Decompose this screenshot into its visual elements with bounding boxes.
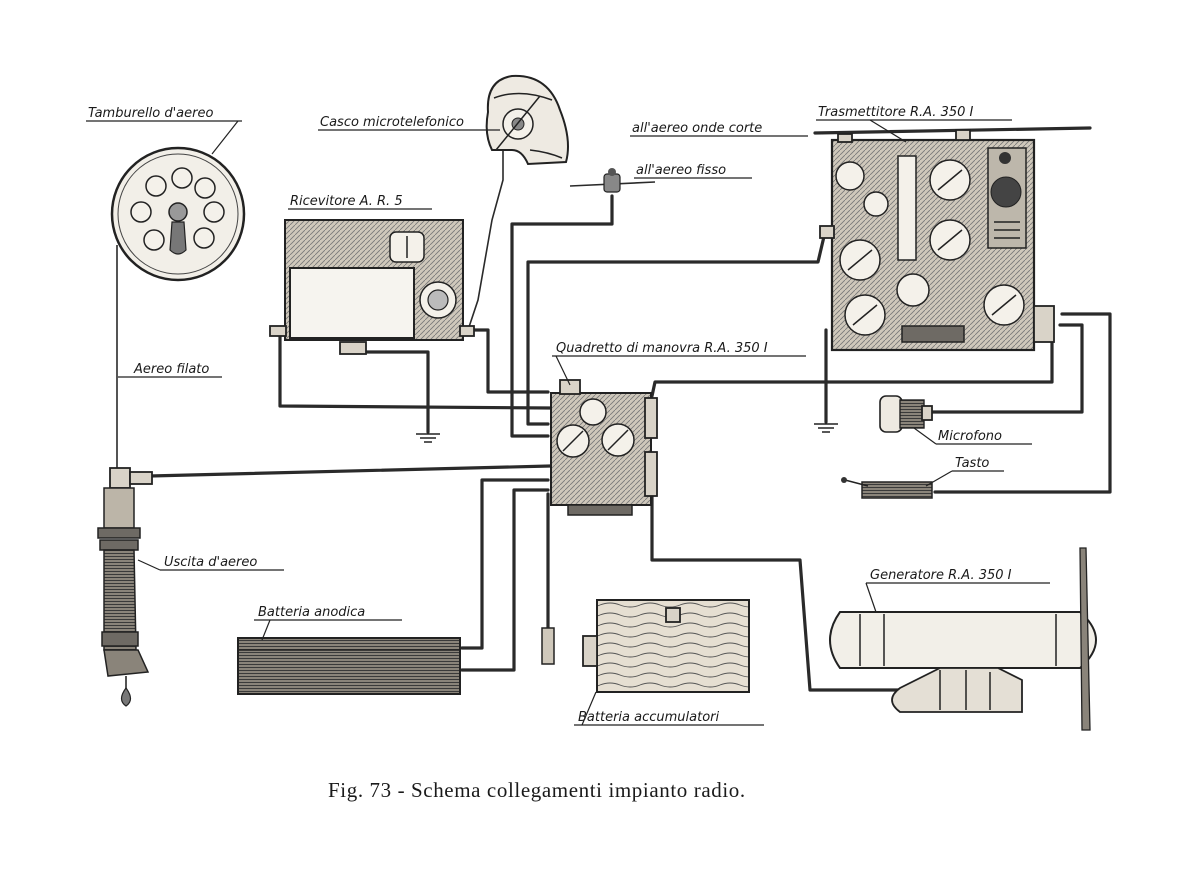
svg-text:all'aereo onde corte: all'aereo onde corte [632, 121, 762, 136]
svg-text:Tasto: Tasto [955, 456, 989, 471]
receiver-unit [269, 219, 475, 355]
fixed-aerial-insulator [603, 168, 621, 193]
aerial-outlet [97, 467, 153, 707]
label-generatore: Generatore R.A. 350 I [865, 568, 1050, 613]
label-trasmettitore: Trasmettitore R.A. 350 I [816, 105, 1012, 143]
svg-text:Uscita d'aereo: Uscita d'aereo [164, 555, 257, 570]
label-batteria-accumulatori: Batteria accumulatori [574, 691, 764, 726]
label-casco: Casco microtelefonico [318, 115, 500, 131]
svg-text:Tamburello d'aereo: Tamburello d'aereo [88, 106, 213, 121]
label-tamburello: Tamburello d'aereo [86, 106, 242, 155]
wires [116, 126, 1112, 692]
microphone [879, 395, 933, 433]
label-ricevitore: Ricevitore A. R. 5 [288, 194, 432, 210]
aerial-reel [110, 146, 246, 282]
svg-text:Generatore R.A. 350 I: Generatore R.A. 350 I [870, 568, 1012, 583]
label-microfono: Microfono [913, 427, 1032, 445]
label-uscita: Uscita d'aereo [137, 555, 284, 571]
label-aereo-fisso: all'aereo fisso [634, 163, 752, 179]
anode-battery [237, 637, 461, 695]
svg-text:Trasmettitore R.A. 350 I: Trasmettitore R.A. 350 I [818, 105, 974, 120]
telegraph-key [841, 477, 933, 499]
headset-helmet [485, 74, 569, 166]
svg-text:Batteria anodica: Batteria anodica [258, 605, 365, 620]
generator [829, 547, 1097, 731]
svg-text:Quadretto di manovra R.A. 350: Quadretto di manovra R.A. 350 I [556, 341, 768, 356]
svg-text:Casco microtelefonico: Casco microtelefonico [320, 115, 464, 130]
svg-text:Aereo filato: Aereo filato [133, 362, 209, 377]
figure-caption: Fig. 73 - Schema collegamenti impianto r… [328, 778, 746, 802]
svg-text:Microfono: Microfono [938, 429, 1002, 444]
svg-text:all'aereo fisso: all'aereo fisso [636, 163, 726, 178]
svg-text:Ricevitore A. R. 5: Ricevitore A. R. 5 [290, 194, 403, 209]
label-batteria-anodica: Batteria anodica [254, 605, 402, 641]
label-aereo-filato: Aereo filato [118, 362, 222, 378]
control-panel [550, 379, 658, 516]
label-aereo-onde-corte: all'aereo onde corte [630, 121, 808, 137]
svg-text:Batteria accumulatori: Batteria accumulatori [578, 710, 720, 725]
label-quadretto: Quadretto di manovra R.A. 350 I [552, 341, 806, 386]
accumulator-plug [541, 627, 555, 665]
transmitter-unit [819, 129, 1055, 352]
ground-symbol-transmitter [814, 423, 838, 433]
accumulator-battery [582, 599, 750, 693]
label-tasto: Tasto [925, 456, 1004, 487]
ground-symbol-receiver [416, 433, 440, 443]
